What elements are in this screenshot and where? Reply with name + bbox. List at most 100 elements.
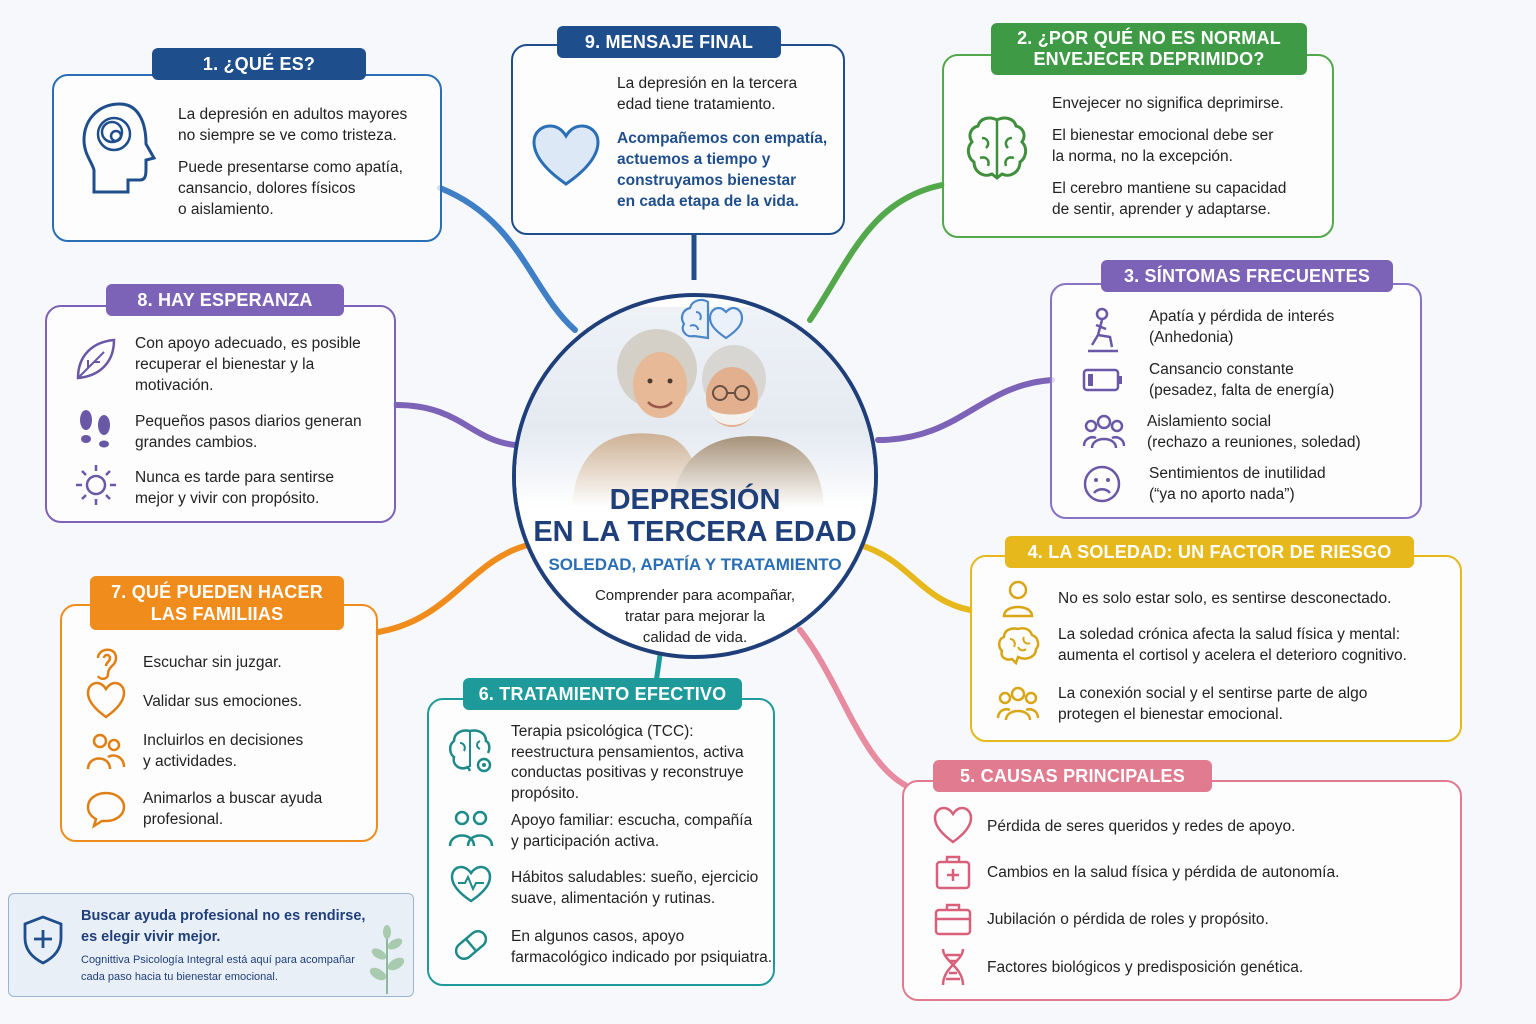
- central-desc: tratar para mejorar la: [624, 608, 766, 625]
- central-title-line1: DEPRESIÓN: [609, 484, 781, 516]
- central-desc: calidad de vida.: [642, 629, 748, 646]
- tratamiento-text: propósito.: [511, 784, 580, 802]
- shield-plus-icon: [21, 914, 65, 966]
- person-icon: [998, 578, 1038, 618]
- brain-icon: [964, 114, 1030, 184]
- section-que-es: [52, 74, 442, 242]
- tratamiento-text: Apoyo familiar: escucha, compañía: [511, 812, 753, 829]
- tratamiento-text: farmacológico indicado por psiquiatra.: [511, 949, 773, 966]
- people-icon: [86, 731, 126, 771]
- label-line: 2. ¿POR QUÉ NO ES NORMAL: [1017, 28, 1281, 48]
- banner-headline: es elegir vivir mejor.: [81, 929, 221, 945]
- tratamiento-text: conductas positivas y reconstruye: [511, 764, 744, 781]
- section-label-por-que: 2. ¿POR QUÉ NO ES NORMAL ENVEJECER DEPRI…: [991, 23, 1307, 75]
- group-icon: [1082, 412, 1126, 452]
- sad-face-icon: [1082, 464, 1122, 504]
- que-es-text: cansancio, dolores físicos: [178, 180, 356, 197]
- causa-text: Factores biológicos y predisposición gen…: [987, 958, 1304, 976]
- mensaje-highlight: construyamos bienestar: [617, 172, 797, 189]
- tratamiento-text: suave, alimentación y rutinas.: [511, 890, 716, 907]
- help-banner: Buscar ayuda profesional no es rendirse,…: [8, 893, 414, 997]
- soledad-text: aumenta el cortisol y acelera el deterio…: [1058, 647, 1407, 664]
- sun-icon: [74, 463, 118, 507]
- tratamiento-text: reestructura pensamientos, activa: [511, 743, 744, 761]
- mensaje-highlight: Acompañemos con empatía,: [617, 130, 828, 147]
- sintoma-text: Apatía y pérdida de interés: [1149, 308, 1335, 325]
- heart-icon: [933, 806, 973, 846]
- que-es-text: Puede presentarse como apatía,: [178, 159, 403, 176]
- familias-text: Animarlos a buscar ayuda: [143, 790, 323, 807]
- causa-text: Jubilación o pérdida de roles y propósit…: [987, 910, 1269, 928]
- leaf-icon: [72, 336, 118, 382]
- tratamiento-text: Terapia psicológica (TCC):: [511, 723, 694, 740]
- heart-icon: [86, 681, 126, 721]
- plant-icon: [365, 924, 409, 994]
- speech-bubble-icon: [86, 789, 126, 829]
- tratamiento-text: Hábitos saludables: sueño, ejercicio: [511, 869, 759, 886]
- mensaje-text: edad tiene tratamiento.: [617, 96, 776, 113]
- section-label-mensaje-final: 9. MENSAJE FINAL: [557, 26, 781, 58]
- heart-icon: [530, 122, 602, 188]
- sintoma-text: Cansancio constante: [1149, 361, 1294, 378]
- esperanza-text: Pequeños pasos diarios generan: [135, 413, 362, 430]
- mensaje-highlight: actuemos a tiempo y: [617, 151, 771, 168]
- footprints-icon: [76, 408, 116, 448]
- banner-headline: Buscar ayuda profesional no es rendirse,: [81, 908, 366, 924]
- familias-text: Escuchar sin juzgar.: [143, 653, 282, 671]
- familias-text: profesional.: [143, 811, 224, 828]
- soledad-text: protegen el bienestar emocional.: [1058, 706, 1283, 723]
- heart-pulse-icon: [450, 865, 492, 905]
- sintoma-text: (Anhedonia): [1149, 329, 1234, 346]
- tratamiento-text: y participación activa.: [511, 833, 660, 850]
- que-es-text: o aislamiento.: [178, 201, 274, 218]
- familias-text: Validar sus emociones.: [143, 692, 303, 710]
- brain-gear-icon: [448, 727, 494, 775]
- soledad-text: La soledad crónica afecta la salud físic…: [1058, 626, 1401, 643]
- familias-text: y actividades.: [143, 753, 237, 770]
- que-es-text: no siempre se ve como tristeza.: [178, 127, 397, 144]
- central-desc: Comprender para acompañar,: [594, 587, 796, 604]
- section-label-que-es: 1. ¿QUÉ ES?: [152, 48, 366, 80]
- sintoma-text: (rechazo a reuniones, soledad): [1147, 434, 1361, 451]
- sitting-person-icon: [1082, 307, 1122, 353]
- section-label-causas: 5. CAUSAS PRINCIPALES: [933, 760, 1212, 792]
- soledad-text: La conexión social y el sentirse parte d…: [1058, 685, 1368, 702]
- banner-subtext: cada paso hacia tu bienestar emocional.: [81, 971, 278, 983]
- soledad-text: No es solo estar solo, es sentirse desco…: [1058, 589, 1392, 607]
- tratamiento-text: En algunos casos, apoyo: [511, 928, 685, 945]
- ear-icon: [86, 642, 126, 682]
- medical-kit-icon: [933, 852, 973, 892]
- mensaje-highlight: en cada etapa de la vida.: [617, 193, 799, 210]
- label-line: 7. QUÉ PUEDEN HACER: [111, 582, 323, 602]
- por-que-text: Envejecer no significa deprimirse.: [1052, 95, 1284, 112]
- elderly-couple-photo: [516, 307, 874, 507]
- section-label-sintomas: 3. SÍNTOMAS FRECUENTES: [1101, 260, 1393, 292]
- central-subtitle: SOLEDAD, APATÍA Y TRATAMIENTO: [548, 555, 842, 574]
- sintoma-text: Sentimientos de inutilidad: [1149, 465, 1326, 482]
- section-label-tratamiento: 6. TRATAMIENTO EFECTIVO: [463, 678, 742, 710]
- section-sintomas: [1050, 283, 1422, 519]
- esperanza-text: motivación.: [135, 377, 214, 394]
- section-label-soledad: 4. LA SOLEDAD: UN FACTOR DE RIESGO: [1005, 536, 1414, 568]
- central-topic: DEPRESIÓN EN LA TERCERA EDAD SOLEDAD, AP…: [512, 293, 878, 659]
- label-line: LAS FAMILIIAS: [150, 604, 284, 624]
- que-es-text: La depresión en adultos mayores: [178, 106, 408, 123]
- sintoma-text: Aislamiento social: [1147, 413, 1272, 430]
- central-title-line2: EN LA TERCERA EDAD: [533, 516, 857, 548]
- group-icon: [996, 684, 1040, 724]
- section-label-esperanza: 8. HAY ESPERANZA: [106, 284, 344, 316]
- causa-text: Cambios en la salud física y pérdida de …: [987, 863, 1340, 881]
- dna-icon: [933, 947, 973, 987]
- por-que-text: de sentir, aprender y adaptarse.: [1052, 201, 1271, 218]
- section-label-familias: 7. QUÉ PUEDEN HACER LAS FAMILIIAS: [90, 576, 344, 630]
- sintoma-text: (pesadez, falta de energía): [1149, 382, 1335, 399]
- causa-text: Pérdida de seres queridos y redes de apo…: [987, 817, 1296, 835]
- esperanza-text: Nunca es tarde para sentirse: [135, 469, 335, 486]
- esperanza-text: recuperar el bienestar y la: [135, 356, 315, 373]
- por-que-text: El cerebro mantiene su capacidad: [1052, 180, 1287, 197]
- brain-heart-icon: [674, 296, 746, 342]
- esperanza-text: mejor y vivir con propósito.: [135, 490, 320, 507]
- label-line: ENVEJECER DEPRIMIDO?: [1033, 49, 1265, 69]
- low-battery-icon: [1082, 360, 1122, 400]
- esperanza-text: Con apoyo adecuado, es posible: [135, 335, 361, 352]
